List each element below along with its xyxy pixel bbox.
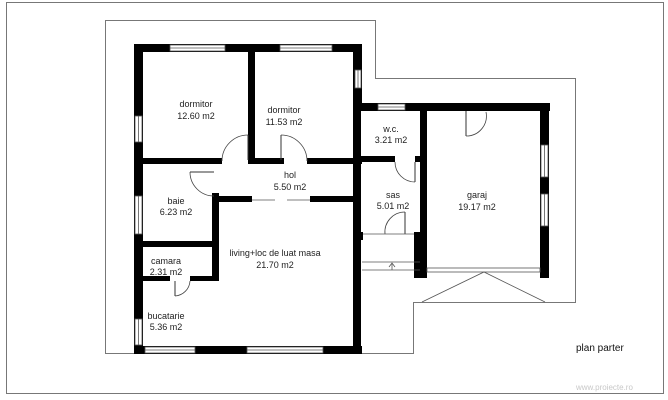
room-name-bucatarie: bucatarie <box>147 311 184 321</box>
room-name-sas: sas <box>386 190 401 200</box>
room-area-camara: 2.31 m2 <box>150 267 183 277</box>
room-area-wc: 3.21 m2 <box>375 135 408 145</box>
room-name-living: living+loc de luat masa <box>229 248 320 258</box>
plan-title: plan parter <box>576 343 624 354</box>
room-area-dormitor-2: 11.53 m2 <box>266 117 303 127</box>
page-frame <box>6 2 664 394</box>
room-name-hol: hol <box>284 170 296 180</box>
doors <box>174 111 546 303</box>
room-area-living: 21.70 m2 <box>256 260 294 270</box>
windows <box>134 44 549 354</box>
watermark: www.proiecte.ro <box>575 383 633 392</box>
room-area-baie: 6.23 m2 <box>160 207 193 217</box>
room-name-dormitor-1: dormitor <box>179 99 212 109</box>
room-area-hol: 5.50 m2 <box>274 182 307 192</box>
room-labels: dormitor 12.60 m2 dormitor 11.53 m2 w.c.… <box>147 99 495 332</box>
room-area-bucatarie: 5.36 m2 <box>150 322 183 332</box>
room-name-camara: camara <box>151 256 181 266</box>
room-area-dormitor-1: 12.60 m2 <box>177 111 215 121</box>
room-area-garaj: 19.17 m2 <box>458 202 496 212</box>
interior-walls <box>134 44 549 281</box>
room-name-wc: w.c. <box>382 124 399 134</box>
room-area-sas: 5.01 m2 <box>377 201 410 211</box>
site-outline <box>105 20 576 354</box>
room-name-dormitor-2: dormitor <box>267 105 300 115</box>
room-name-garaj: garaj <box>467 190 487 200</box>
room-name-baie: baie <box>167 196 184 206</box>
